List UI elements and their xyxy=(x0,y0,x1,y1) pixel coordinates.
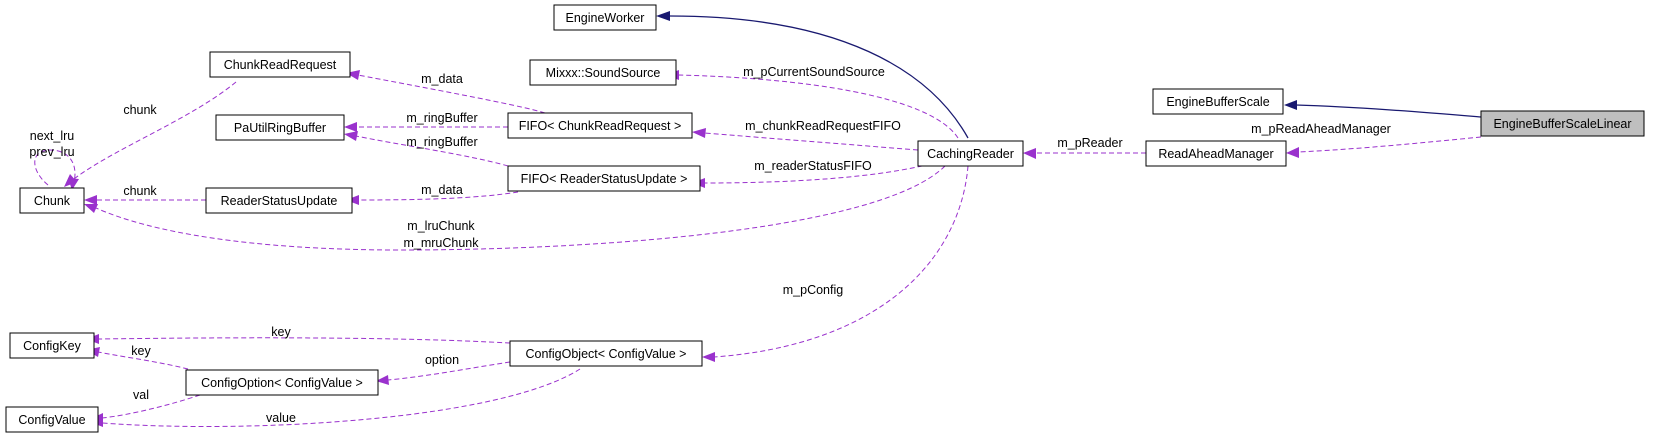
node-chunk-read-request[interactable]: ChunkReadRequest xyxy=(209,51,351,78)
edge-value xyxy=(101,368,581,428)
edge-key-2 xyxy=(97,351,189,370)
node-fifo-reader-status-update-label: FIFO< ReaderStatusUpdate > xyxy=(521,172,688,186)
edge-labels: m_pReadAheadManager m_pReader m_pCurrent… xyxy=(29,65,1390,425)
arrowhead-engine-buffer-scale xyxy=(1284,100,1297,110)
edge-m-lruChunk-m-mruChunk xyxy=(95,165,946,251)
node-config-option[interactable]: ConfigOption< ConfigValue > xyxy=(185,369,379,396)
label-m-pReader: m_pReader xyxy=(1057,136,1122,150)
arrowhead-pa-util-ring-buffer-2 xyxy=(344,131,358,141)
edge-m-ringBuffer-2 xyxy=(355,135,509,167)
arrowhead-caching-reader xyxy=(1023,148,1036,159)
node-pa-util-ring-buffer[interactable]: PaUtilRingBuffer xyxy=(215,114,345,141)
label-m-pConfig: m_pConfig xyxy=(783,283,843,297)
edge-m-pReadAheadManager xyxy=(1297,136,1482,153)
label-m-pCurrentSoundSource: m_pCurrentSoundSource xyxy=(743,65,885,79)
node-config-object[interactable]: ConfigObject< ConfigValue > xyxy=(509,340,703,367)
arrowhead-fifo-chunk-read-request xyxy=(692,128,706,138)
node-read-ahead-manager-label: ReadAheadManager xyxy=(1158,147,1273,161)
node-config-object-label: ConfigObject< ConfigValue > xyxy=(526,347,687,361)
node-caching-reader-label: CachingReader xyxy=(927,147,1014,161)
label-m-pReadAheadManager: m_pReadAheadManager xyxy=(1251,122,1391,136)
label-next-lru: next_lru xyxy=(30,129,75,143)
label-m-ringBuffer-2: m_ringBuffer xyxy=(406,135,477,149)
node-engine-worker[interactable]: EngineWorker xyxy=(553,4,657,31)
node-engine-worker-label: EngineWorker xyxy=(566,11,645,25)
arrowhead-chunk-lru xyxy=(84,204,98,213)
node-fifo-chunk-read-request-label: FIFO< ChunkReadRequest > xyxy=(519,119,682,133)
node-config-option-label: ConfigOption< ConfigValue > xyxy=(201,376,363,390)
nodes: EngineBufferScaleLinear EngineBufferScal… xyxy=(5,4,1645,433)
node-config-value[interactable]: ConfigValue xyxy=(5,406,99,433)
arrowhead-pa-util-ring-buffer-1 xyxy=(344,122,357,132)
node-sound-source-label: Mixxx::SoundSource xyxy=(546,66,661,80)
label-chunk-1: chunk xyxy=(123,103,157,117)
edge-m-pConfig xyxy=(713,165,969,358)
label-key-2: key xyxy=(131,344,151,358)
label-m-readerStatusFIFO: m_readerStatusFIFO xyxy=(754,159,872,173)
edge-m-pCurrentSoundSource xyxy=(677,74,959,139)
edge-m-readerStatusFIFO xyxy=(703,161,939,184)
label-option: option xyxy=(425,353,459,367)
label-val: val xyxy=(133,388,149,402)
label-m-chunkReadRequestFIFO: m_chunkReadRequestFIFO xyxy=(745,119,901,133)
node-chunk[interactable]: Chunk xyxy=(19,187,85,214)
node-chunk-read-request-label: ChunkReadRequest xyxy=(224,58,337,72)
arrowhead-chunk-self xyxy=(68,178,79,190)
arrowhead-read-ahead-manager xyxy=(1286,147,1299,158)
node-engine-buffer-scale-linear-label: EngineBufferScaleLinear xyxy=(1493,117,1631,131)
arrowhead-engine-worker xyxy=(656,11,670,21)
arrowhead-config-option xyxy=(376,375,389,385)
edge-chunk-1 xyxy=(69,81,237,183)
node-engine-buffer-scale-linear[interactable]: EngineBufferScaleLinear xyxy=(1480,110,1645,137)
node-config-key-label: ConfigKey xyxy=(23,339,81,353)
node-engine-buffer-scale[interactable]: EngineBufferScale xyxy=(1152,88,1284,115)
arrowhead-chunk-2 xyxy=(84,195,97,205)
edge-val xyxy=(101,394,201,419)
edge-m-chunkReadRequestFIFO xyxy=(703,132,919,151)
node-config-value-label: ConfigValue xyxy=(18,413,85,427)
node-read-ahead-manager[interactable]: ReadAheadManager xyxy=(1145,140,1287,167)
edges xyxy=(34,15,1482,428)
node-pa-util-ring-buffer-label: PaUtilRingBuffer xyxy=(234,121,326,135)
node-chunk-label: Chunk xyxy=(34,194,71,208)
arrowhead-config-object xyxy=(702,352,715,362)
label-chunk-2: chunk xyxy=(123,184,157,198)
edge-next-prev-lru xyxy=(34,149,76,186)
node-fifo-reader-status-update[interactable]: FIFO< ReaderStatusUpdate > xyxy=(507,165,701,192)
node-config-key[interactable]: ConfigKey xyxy=(9,332,95,359)
node-fifo-chunk-read-request[interactable]: FIFO< ChunkReadRequest > xyxy=(507,112,693,139)
label-key-1: key xyxy=(271,325,291,339)
node-caching-reader[interactable]: CachingReader xyxy=(917,140,1024,167)
label-m-data-2: m_data xyxy=(421,183,463,197)
node-reader-status-update-label: ReaderStatusUpdate xyxy=(221,194,338,208)
node-reader-status-update[interactable]: ReaderStatusUpdate xyxy=(205,187,353,214)
node-sound-source[interactable]: Mixxx::SoundSource xyxy=(529,59,677,86)
edge-key-1 xyxy=(97,337,511,344)
edge-caching-reader-to-engine-worker xyxy=(669,15,969,139)
label-m-ringBuffer-1: m_ringBuffer xyxy=(406,111,477,125)
node-engine-buffer-scale-label: EngineBufferScale xyxy=(1166,95,1269,109)
edge-linear-to-engine-buffer-scale xyxy=(1295,104,1482,118)
edge-m-data-2 xyxy=(357,191,519,201)
label-m-lruChunk: m_lruChunk xyxy=(407,219,475,233)
edge-m-data-1 xyxy=(357,74,546,114)
label-prev-lru: prev_lru xyxy=(29,145,74,159)
label-value: value xyxy=(266,411,296,425)
label-m-mruChunk: m_mruChunk xyxy=(403,236,479,250)
label-m-data-1: m_data xyxy=(421,72,463,86)
